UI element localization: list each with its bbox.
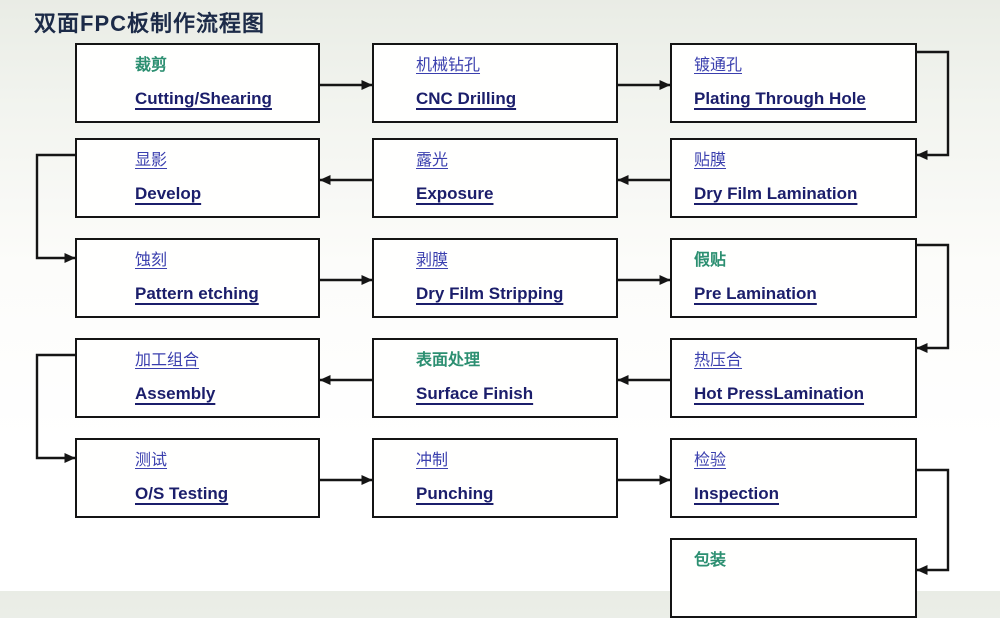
flow-node-surface-finish: 表面处理 Surface Finish (372, 338, 618, 418)
flow-arrow (916, 50, 950, 160)
node-label-en: Surface Finish (416, 384, 534, 403)
flow-node-pre-lamination: 假贴 Pre Lamination (670, 238, 917, 318)
flow-node-exposure: 露光 Exposure (372, 138, 618, 218)
flow-arrow (35, 153, 76, 263)
node-label-cn: 检验 (694, 452, 727, 469)
node-label-cn: 假贴 (694, 252, 727, 269)
node-label-cn: 剥膜 (416, 252, 449, 269)
flow-node-inspection: 检验 Inspection (670, 438, 917, 518)
flow-node-hot-presslamination: 热压合 Hot PressLamination (670, 338, 917, 418)
flow-arrow (916, 243, 950, 353)
node-label-cn: 镀通孔 (694, 57, 743, 74)
flow-node-cutting-shearing: 裁剪 Cutting/Shearing (75, 43, 320, 123)
node-label-cn: 表面处理 (416, 352, 481, 369)
node-label-cn: 露光 (416, 152, 449, 169)
node-label-en: CNC Drilling (416, 89, 517, 108)
node-label-en: Hot PressLamination (694, 384, 865, 403)
diagram-title: 双面FPC板制作流程图 (34, 11, 266, 36)
node-label-cn: 机械钻孔 (416, 57, 481, 74)
node-label-cn: 冲制 (416, 452, 449, 469)
node-label-cn: 加工组合 (135, 352, 200, 369)
flow-node-o-s-testing: 测试 O/S Testing (75, 438, 320, 518)
node-label-en: Dry Film Lamination (694, 184, 858, 203)
flow-node-cnc-drilling: 机械钻孔 CNC Drilling (372, 43, 618, 123)
flow-node-pattern-etching: 蚀刻 Pattern etching (75, 238, 320, 318)
node-label-en: Pre Lamination (694, 284, 817, 303)
flow-node-dry-film-lamination: 贴膜 Dry Film Lamination (670, 138, 917, 218)
node-label-en: Exposure (416, 184, 494, 203)
flow-node-dry-film-stripping: 剥膜 Dry Film Stripping (372, 238, 618, 318)
flow-arrow (916, 468, 950, 575)
flow-node-plating-through-hole: 镀通孔 Plating Through Hole (670, 43, 917, 123)
node-label-cn: 蚀刻 (135, 252, 168, 269)
flow-node-step-15: 包装 (670, 538, 917, 618)
node-label-en: Inspection (694, 484, 780, 503)
node-label-en: O/S Testing (135, 484, 229, 503)
node-label-cn: 裁剪 (135, 57, 168, 74)
node-label-cn: 贴膜 (694, 152, 727, 169)
flow-node-develop: 显影 Develop (75, 138, 320, 218)
node-label-en: Develop (135, 184, 202, 203)
flow-node-assembly: 加工组合 Assembly (75, 338, 320, 418)
flow-node-punching: 冲制 Punching (372, 438, 618, 518)
node-label-cn: 测试 (135, 452, 168, 469)
node-label-en: Plating Through Hole (694, 89, 866, 108)
node-label-en: Punching (416, 484, 494, 503)
node-label-cn: 包装 (694, 552, 727, 569)
node-label-en: Cutting/Shearing (135, 89, 272, 108)
node-label-cn: 显影 (135, 152, 168, 169)
node-label-en: Assembly (135, 384, 216, 403)
node-label-en: Pattern etching (135, 284, 259, 303)
flow-arrow (35, 353, 76, 463)
node-label-en: Dry Film Stripping (416, 284, 564, 303)
node-label-cn: 热压合 (694, 352, 743, 369)
